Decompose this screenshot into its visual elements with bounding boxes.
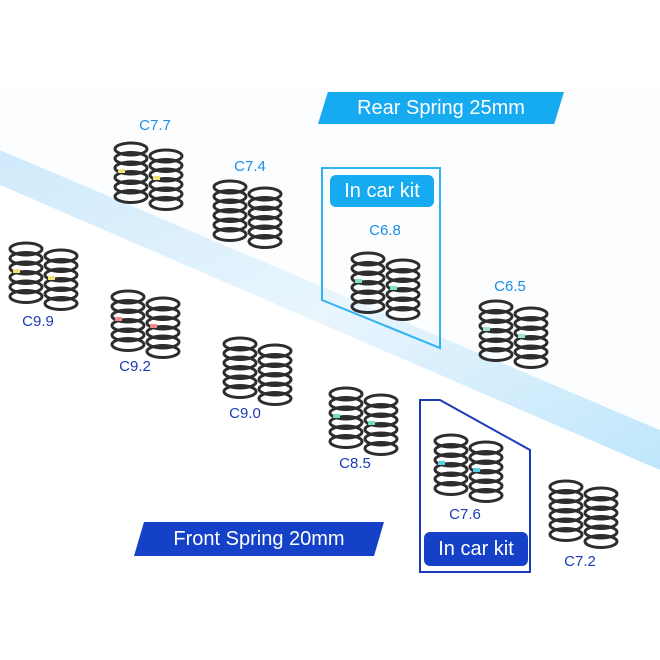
rear-kit-frame	[321, 167, 441, 350]
spring-rate-label: C9.0	[229, 405, 261, 422]
spring-pair-c9-2	[110, 288, 190, 368]
spring-pair-c7-6	[433, 432, 513, 512]
spring-pair-c6-5	[478, 298, 558, 378]
spring-icon	[110, 289, 181, 359]
spring-pair-c7-7	[113, 140, 193, 220]
spring-icon	[212, 179, 283, 249]
rear-spring-banner: Rear Spring 25mm	[318, 92, 564, 124]
spring-pair-c7-2	[548, 478, 628, 558]
spring-rate-label: C6.5	[494, 278, 526, 295]
spring-icon	[328, 386, 399, 456]
spring-icon	[113, 141, 184, 211]
spring-icon	[478, 299, 549, 369]
spring-icon	[433, 433, 504, 503]
spring-rate-label: C8.5	[339, 455, 371, 472]
spring-pair-c6-8	[350, 250, 430, 330]
spring-rate-label: C6.8	[369, 222, 401, 239]
spring-pair-c9-9	[8, 240, 88, 320]
spring-rate-label: C7.7	[139, 117, 171, 134]
in-car-kit-front-badge: In car kit	[424, 532, 528, 566]
spring-rate-label: C7.6	[449, 506, 481, 523]
spring-icon	[350, 251, 421, 321]
spring-icon	[548, 479, 619, 549]
spring-pair-c8-5	[328, 385, 408, 465]
spring-rate-label: C9.2	[119, 358, 151, 375]
spring-pair-c9-0	[222, 335, 302, 415]
spring-icon	[222, 336, 293, 406]
spring-rate-label: C7.4	[234, 158, 266, 175]
spring-pair-c7-4	[212, 178, 292, 258]
spring-icon	[8, 241, 79, 311]
front-kit-frame	[419, 399, 531, 573]
front-spring-banner: Front Spring 20mm	[134, 522, 384, 556]
spring-rate-label: C9.9	[22, 313, 54, 330]
in-car-kit-rear-badge: In car kit	[330, 175, 434, 207]
spring-rate-label: C7.2	[564, 553, 596, 570]
